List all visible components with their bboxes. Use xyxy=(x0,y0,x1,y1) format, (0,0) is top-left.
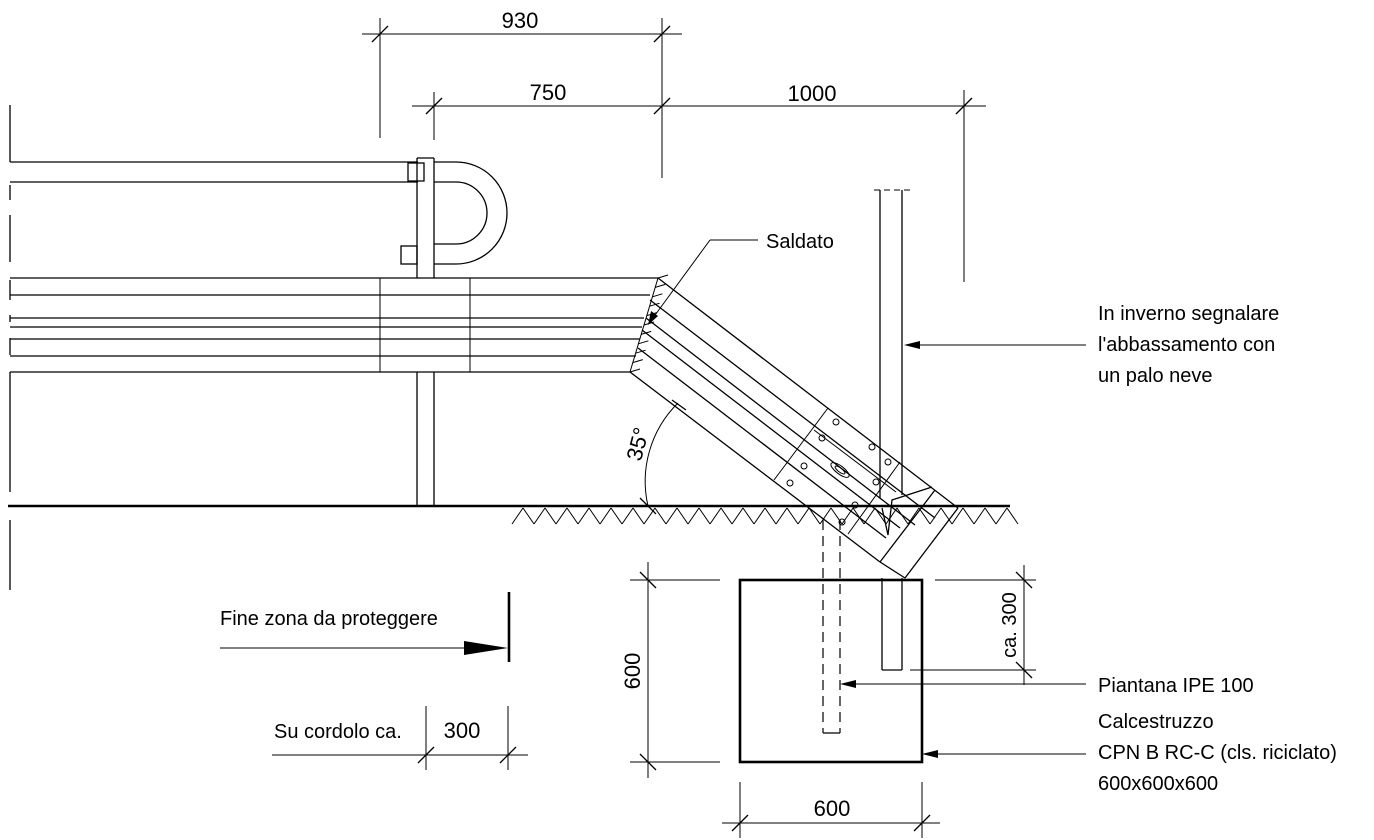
handrail xyxy=(10,161,508,265)
leader-lines xyxy=(220,239,1086,758)
label-saldato: Saldato xyxy=(766,231,834,253)
snow-pole xyxy=(874,189,912,498)
dim-1000: 1000 xyxy=(788,81,837,106)
railing-post xyxy=(416,157,435,505)
concrete-note-line-1: Calcestruzzo xyxy=(1098,711,1214,733)
label-piantana: Piantana IPE 100 xyxy=(1098,675,1254,697)
concrete-note-line-2: CPN B RC-C (cls. riciclato) xyxy=(1098,742,1337,764)
ipe-100-post xyxy=(822,520,903,734)
dimension-lines xyxy=(272,18,1036,838)
winter-note-line-2: l'abbassamento con xyxy=(1098,334,1275,356)
concrete-foundation xyxy=(738,578,924,764)
concrete-note: Calcestruzzo CPN B RC-C (cls. riciclato)… xyxy=(1098,711,1337,795)
label-fine-zona: Fine zona da proteggere xyxy=(220,608,438,630)
winter-note: In inverno segnalare l'abbassamento con … xyxy=(1098,303,1279,387)
winter-note-line-3: un palo neve xyxy=(1098,365,1213,387)
dim-embedment-ca-300: ca. 300 xyxy=(999,592,1021,658)
winter-note-line-1: In inverno segnalare xyxy=(1098,303,1279,325)
dim-angle-35: 35° xyxy=(621,425,654,464)
dim-750: 750 xyxy=(530,80,567,105)
ground xyxy=(8,504,1019,525)
dim-foundation-width-600: 600 xyxy=(814,796,851,821)
guardrail-beam xyxy=(10,274,669,373)
label-su-cordolo: Su cordolo ca. xyxy=(274,721,402,743)
dim-foundation-height-600: 600 xyxy=(620,653,645,690)
inclined-end-section xyxy=(629,277,959,579)
concrete-note-line-3: 600x600x600 xyxy=(1098,773,1218,795)
dim-930: 930 xyxy=(502,8,539,33)
dim-cordolo-300: 300 xyxy=(444,718,481,743)
